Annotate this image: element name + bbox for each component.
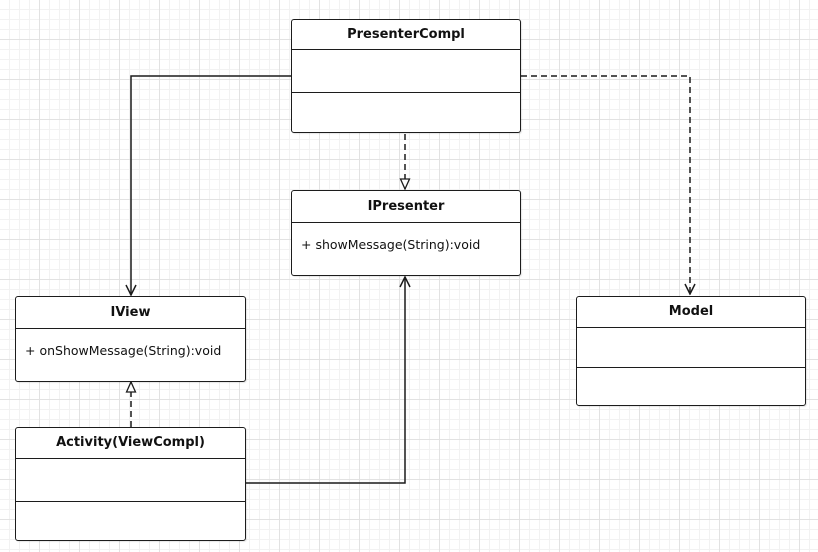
class-name: IPresenter: [292, 191, 520, 223]
class-name: Activity(ViewCompl): [16, 428, 245, 459]
class-model[interactable]: Model: [576, 296, 806, 406]
class-name: Model: [577, 297, 805, 328]
class-name: IView: [16, 297, 245, 329]
dependency-line-presenter-to-model: [521, 75, 690, 294]
association-line-activity-to-ipresenter: [245, 277, 405, 484]
operation-item: + onShowMessage(String):void: [25, 343, 222, 358]
class-ipresenter[interactable]: IPresenter + showMessage(String):void: [291, 190, 521, 276]
class-name: PresenterCompl: [292, 20, 520, 50]
class-iview[interactable]: IView + onShowMessage(String):void: [15, 296, 246, 382]
attributes-compartment: [16, 459, 245, 502]
operation-item: + showMessage(String):void: [301, 237, 481, 252]
attributes-compartment: [292, 50, 520, 93]
class-activity-viewcompl[interactable]: Activity(ViewCompl): [15, 427, 246, 541]
class-presentercompl[interactable]: PresenterCompl: [291, 19, 521, 133]
association-line-presenter-to-iview: [131, 75, 292, 295]
attributes-compartment: [577, 328, 805, 368]
